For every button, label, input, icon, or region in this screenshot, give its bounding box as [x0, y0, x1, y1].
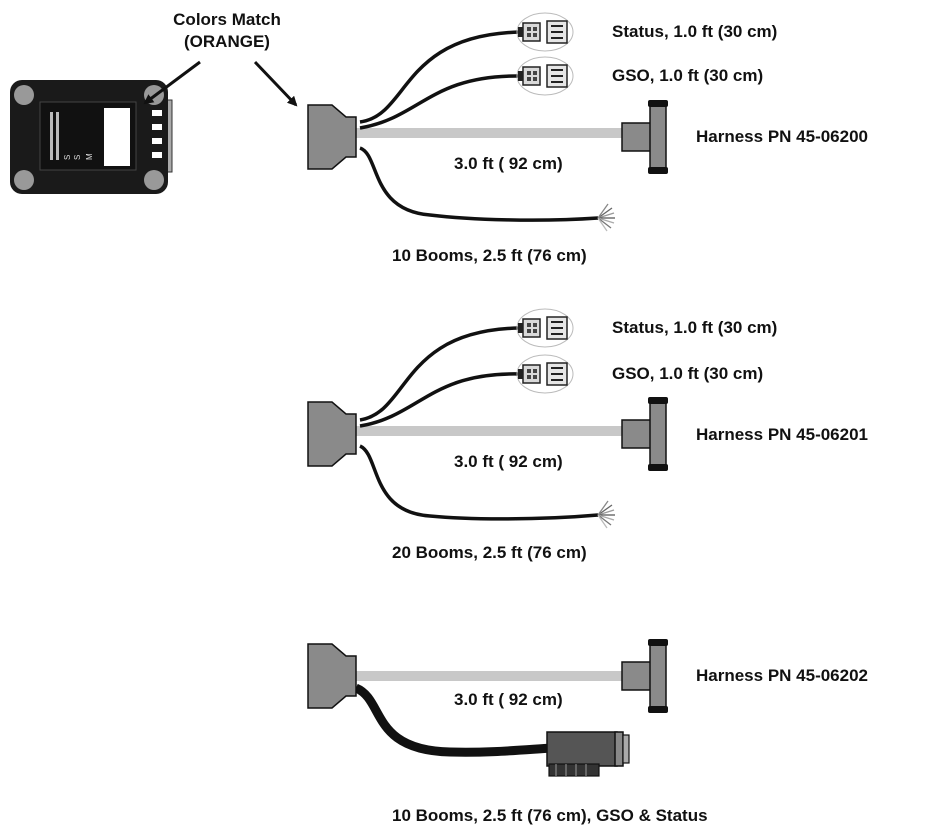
harness-2-booms-label: 20 Booms, 2.5 ft (76 cm)	[392, 543, 587, 562]
svg-text:M: M	[85, 153, 94, 160]
harness-2-drawing	[307, 308, 669, 529]
harness-1-status-label: Status, 1.0 ft (30 cm)	[612, 22, 778, 41]
harness-3-part-number: Harness PN 45-06202	[696, 666, 869, 685]
svg-text:S: S	[73, 155, 82, 160]
arrow-to-module	[143, 60, 201, 105]
callout-line-1: Colors Match	[173, 10, 281, 29]
harness-1-main-cable-label: 3.0 ft ( 92 cm)	[454, 154, 563, 173]
harness-1-gso-label: GSO, 1.0 ft (30 cm)	[612, 66, 764, 85]
harness-3-main-cable-label: 3.0 ft ( 92 cm)	[454, 690, 563, 709]
harness-2-gso-label: GSO, 1.0 ft (30 cm)	[612, 364, 764, 383]
harness-2-status-label: Status, 1.0 ft (30 cm)	[612, 318, 778, 337]
svg-text:S: S	[63, 155, 72, 160]
harness-1-part-number: Harness PN 45-06200	[696, 127, 869, 146]
harness-2-main-cable-label: 3.0 ft ( 92 cm)	[454, 452, 563, 471]
harness-2-part-number: Harness PN 45-06201	[696, 425, 869, 444]
arrow-to-harness	[253, 60, 298, 107]
harness-1-booms-label: 10 Booms, 2.5 ft (76 cm)	[392, 246, 587, 265]
controller-module: S S M	[10, 80, 173, 194]
harness-1-drawing	[307, 12, 669, 232]
harness-3-booms-label: 10 Booms, 2.5 ft (76 cm), GSO & Status	[392, 806, 708, 825]
harness-3-drawing	[307, 638, 669, 777]
callout-line-2: (ORANGE)	[184, 32, 270, 51]
